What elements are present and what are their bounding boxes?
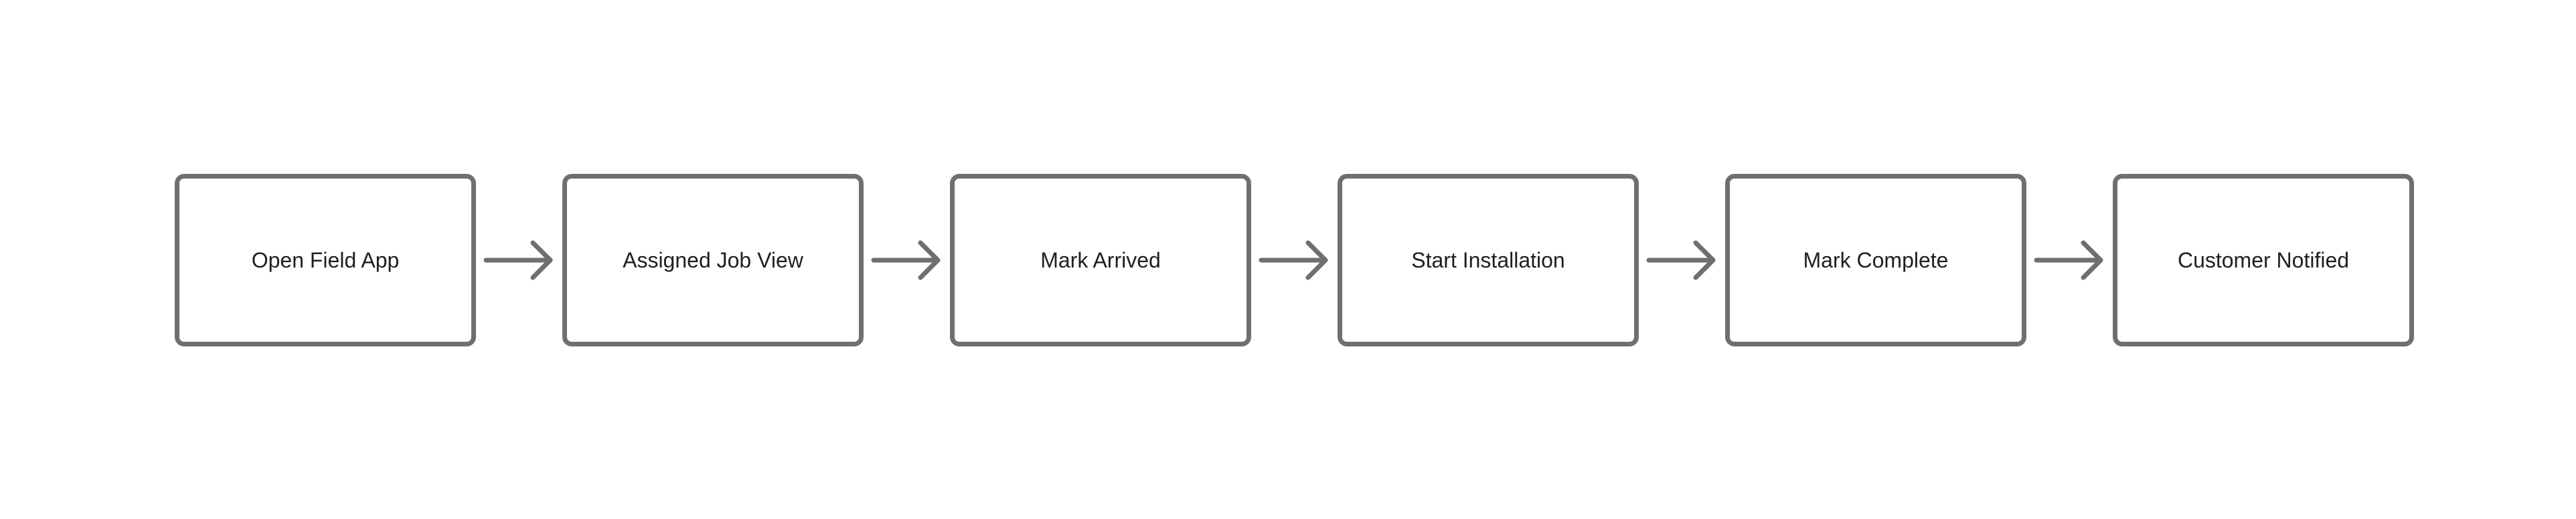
arrow-icon [871,240,941,280]
step-label: Mark Complete [1803,247,1949,272]
step-label: Assigned Job View [623,247,803,272]
arrow-icon [1259,240,1328,280]
step-label: Customer Notified [2177,247,2350,272]
step-mark-complete: Mark Complete [1725,174,2026,346]
step-customer-notified: Customer Notified [2113,174,2414,346]
step-start-installation: Start Installation [1338,174,1639,346]
step-label: Open Field App [251,247,400,272]
step-open-field-app: Open Field App [175,174,476,346]
arrow-icon [483,240,553,280]
step-label: Mark Arrived [1040,247,1161,272]
step-assigned-job-view: Assigned Job View [562,174,864,346]
arrow-icon [1646,240,1716,280]
step-mark-arrived: Mark Arrived [950,174,1251,346]
arrow-icon [2034,240,2103,280]
step-label: Start Installation [1411,247,1565,272]
